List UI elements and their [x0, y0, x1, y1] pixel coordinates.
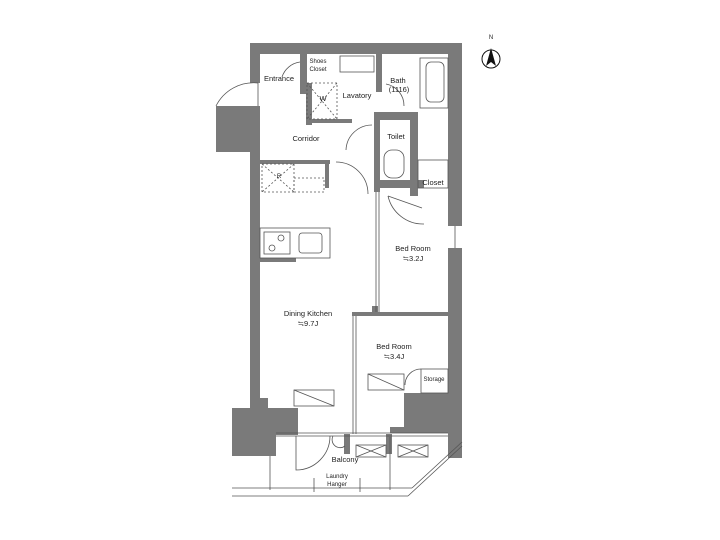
room-label-bath-1: Bath: [390, 76, 406, 85]
room-label-bath-2: (1116): [388, 85, 410, 94]
sink: [339, 55, 375, 73]
room-label-shoes-closet-1: Shoes: [309, 59, 327, 65]
compass-north-label: N: [488, 35, 494, 41]
room-area-bed-room-1: ≒3.2J: [402, 254, 424, 263]
laundry-hanger-label-2: Hanger: [327, 482, 347, 488]
balcony-door-swing: [295, 435, 331, 471]
kitchen-sink: [298, 232, 323, 254]
room-label-dining-kitchen: Dining Kitchen: [283, 309, 333, 318]
laundry-hanger-label-1: Laundry: [326, 474, 348, 480]
room-label-entrance: Entrance: [263, 74, 295, 83]
stove-burner: [277, 234, 285, 242]
ac-unit: [293, 389, 335, 407]
room-label-bed-room-2: Bed Room: [376, 342, 412, 351]
room-label-shoes-closet-2: Closet: [309, 67, 327, 73]
room-label-toilet: Toilet: [387, 132, 405, 141]
toilet-bowl: [383, 149, 405, 179]
room-label-bed-room-1: Bed Room: [395, 244, 431, 253]
bathtub: [425, 61, 445, 103]
north-compass-icon: [481, 48, 501, 69]
room-area-bed-room-2: ≒3.4J: [383, 352, 405, 361]
outdoor-unit: [355, 444, 387, 458]
ac-unit: [367, 373, 405, 391]
room-label-storage: Storage: [423, 377, 445, 383]
wall-column-bottom-left: [232, 408, 276, 456]
fridge-label: R: [276, 174, 282, 180]
outdoor-unit: [397, 444, 429, 458]
room-label-corridor: Corridor: [292, 134, 320, 143]
wall-column-bottom-right: [404, 393, 462, 433]
stove-burner: [268, 244, 276, 252]
room-label-balcony: Balcony: [331, 455, 359, 464]
wall-top: [250, 43, 462, 54]
washer-pan: [306, 82, 338, 120]
room-area-dining-kitchen: ≒9.7J: [297, 319, 319, 328]
room-label-closet: Closet: [422, 178, 444, 187]
entrance-door-swing: [215, 82, 259, 107]
walls: [216, 43, 462, 458]
wall-left-entrance: [250, 43, 260, 83]
room-label-lavatory: Lavatory: [342, 91, 372, 100]
fixtures: [215, 55, 463, 497]
wall-left: [250, 106, 260, 406]
wall-right-upper: [448, 43, 462, 226]
kitchen-counter: [259, 227, 331, 259]
washer-label: W: [319, 94, 327, 103]
